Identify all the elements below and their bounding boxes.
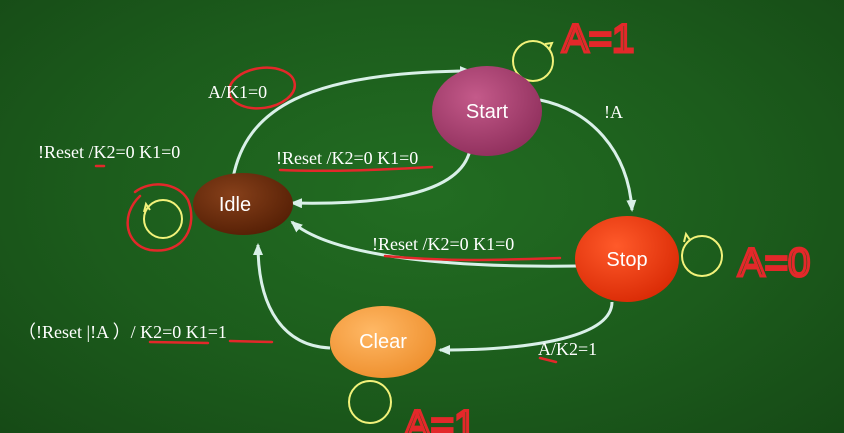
label-start-to-stop: !A xyxy=(604,102,623,122)
state-start-label: Start xyxy=(466,101,509,123)
selfloop-stop-arrow xyxy=(683,231,691,243)
underline-start-reset xyxy=(278,165,434,173)
state-idle-label: Idle xyxy=(219,194,251,216)
arrow-start-to-idle xyxy=(290,149,472,209)
arrow-stop-to-clear xyxy=(438,301,614,355)
selfloop-idle xyxy=(143,199,183,239)
annotation-circle-idle-loop xyxy=(126,183,193,252)
label-idle-to-start: A/K1=0 xyxy=(208,82,267,102)
state-start[interactable]: Start xyxy=(432,66,542,156)
selfloop-start-arrow xyxy=(544,41,554,51)
arrow-idle-to-start xyxy=(231,66,472,179)
selfloop-start xyxy=(512,40,554,82)
state-clear[interactable]: Clear xyxy=(330,306,436,378)
arrow-clear-to-idle xyxy=(253,243,331,350)
selfloop-stop xyxy=(681,235,723,277)
selfloop-idle-arrow xyxy=(143,201,151,213)
selfloop-clear xyxy=(348,380,392,424)
state-stop-label: Stop xyxy=(606,249,647,271)
state-clear-label: Clear xyxy=(359,331,407,353)
label-stop-to-idle: !Reset /K2=0 K1=0 xyxy=(372,234,514,254)
label-clear-to-idle: （!Reset |!A ）/ K2=0 K1=1 xyxy=(18,322,227,342)
label-stop-to-clear: A/K2=1 xyxy=(538,339,597,359)
arrow-start-to-stop xyxy=(539,98,637,212)
note-start: A=1 xyxy=(562,17,634,61)
underline-stop-reset xyxy=(383,254,562,262)
underline-clear-left xyxy=(148,339,274,345)
note-clear: A=1 xyxy=(404,403,476,433)
note-stop: A=0 xyxy=(738,241,810,285)
label-idle-self: !Reset /K2=0 K1=0 xyxy=(38,142,180,162)
state-idle[interactable]: Idle xyxy=(193,173,293,235)
annotation-circle-k1 xyxy=(227,66,297,110)
underline-a-k2 xyxy=(538,356,558,364)
state-stop[interactable]: Stop xyxy=(575,216,679,302)
label-start-to-idle: !Reset /K2=0 K1=0 xyxy=(276,148,418,168)
